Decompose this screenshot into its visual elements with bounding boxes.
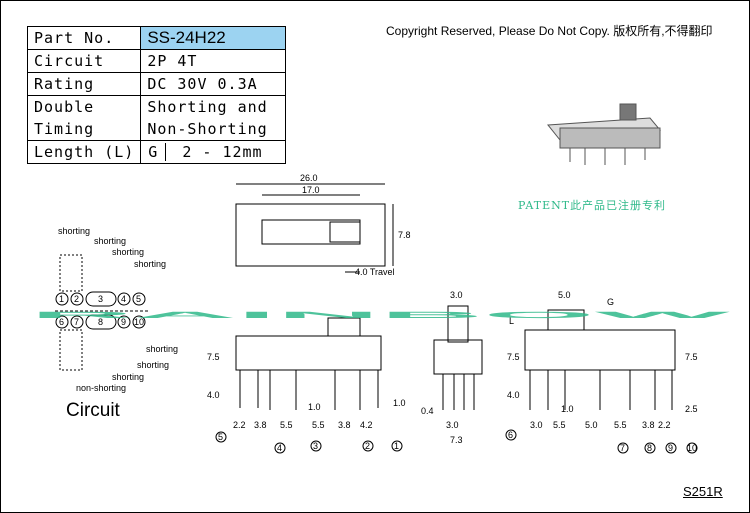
circuit-title: Circuit [66, 400, 120, 421]
rating-label: Rating [26, 72, 142, 96]
double-label-line2: Timing [34, 120, 95, 138]
right-pin-6: 6 [508, 430, 513, 440]
dim-side-width: 7.3 [450, 435, 463, 445]
double-timing-label: Double Timing [26, 95, 142, 141]
right-pin-9: 9 [668, 443, 673, 453]
circuit-pin-5: 5 [136, 294, 141, 304]
circuit-pin-8: 8 [98, 317, 103, 327]
length-g: G [141, 143, 167, 161]
dim-right-top: 5.0 [558, 290, 571, 300]
dim-right-pitch-6: 2.2 [658, 420, 671, 430]
dim-side-top: 3.0 [450, 290, 463, 300]
dim-right-r-height: 7.5 [685, 352, 698, 362]
right-pin-7: 7 [620, 443, 625, 453]
switch-photo [547, 103, 661, 165]
dim-side-thk: 0.4 [421, 406, 434, 416]
dim-front-pitch-3: 5.5 [280, 420, 293, 430]
length-label: Length (L) [26, 140, 142, 164]
dim-right-pin: 4.0 [507, 390, 520, 400]
dim-front-pitch-4: 5.5 [312, 420, 325, 430]
dim-side-pitch: 3.0 [446, 420, 459, 430]
dim-front-gap: 1.0 [308, 402, 321, 412]
front-pin-1: 1 [394, 441, 399, 451]
dim-right-pitch-1: 3.0 [530, 420, 543, 430]
circuit-pin-4: 4 [121, 294, 126, 304]
circuit-pin-10: 10 [134, 317, 144, 327]
dim-right-l: L [509, 316, 514, 326]
drawing-code: S251R [683, 484, 723, 499]
dim-top-window: 17.0 [302, 185, 320, 195]
dim-right-pitch-3: 5.0 [585, 420, 598, 430]
dim-right-g: G [607, 297, 614, 307]
double-timing-value: Shorting and Non-Shorting [140, 95, 287, 141]
shorting-label-3: shorting [112, 247, 144, 257]
side-view: 3.0 0.4 3.0 7.3 [421, 290, 483, 445]
shorting-label-2: shorting [94, 236, 126, 246]
top-view: 26.0 17.0 7.8 4.0 Travel [235, 173, 411, 277]
rating-value: DC 30V 0.3A [140, 72, 287, 96]
front-view: 7.5 4.0 2.2 3.8 5.5 5.5 3.8 4.2 1.0 1.0 … [207, 317, 406, 454]
circuit-pin-9: 9 [121, 317, 126, 327]
right-pin-10: 10 [687, 443, 697, 453]
front-pin-2: 2 [365, 441, 370, 451]
dim-travel: 4.0 Travel [355, 267, 395, 277]
dim-right-height: 7.5 [507, 352, 520, 362]
right-pin-8: 8 [647, 443, 652, 453]
shorting-label-6: shorting [137, 360, 169, 370]
right-view: 5.0 G L 7.5 4.0 7.5 2.5 3.0 5.5 5.0 5.5 … [505, 290, 698, 454]
spec-table: Part No. SS-24H22 Circuit 2P 4T Rating D… [26, 26, 287, 164]
circuit-pin-2: 2 [74, 294, 79, 304]
circuit-bottom-row [55, 314, 146, 330]
circuit-label: Circuit [26, 49, 142, 73]
double-label-line1: Double [34, 98, 95, 116]
circuit-pin-6: 6 [59, 317, 64, 327]
front-pin-3: 3 [313, 441, 318, 451]
dim-front-height: 7.5 [207, 352, 220, 362]
dim-right-r-pin: 2.5 [685, 404, 698, 414]
patent-note: PATENT此产品已注册专利 [518, 199, 667, 212]
front-pin-4: 4 [277, 443, 282, 453]
dim-front-pitch-1: 2.2 [233, 420, 246, 430]
dim-top-height: 7.8 [398, 230, 411, 240]
circuit-top-row [55, 291, 146, 307]
dim-top-overall: 26.0 [300, 173, 318, 183]
dim-front-pitch-2: 3.8 [254, 420, 267, 430]
length-value: G 2 - 12mm [140, 140, 287, 164]
shorting-label-5: shorting [146, 344, 178, 354]
double-value-line2: Non-Shorting [147, 120, 268, 138]
dim-front-pin: 4.0 [207, 390, 220, 400]
non-shorting-label: non-shorting [76, 383, 126, 393]
length-range: 2 - 12mm [182, 143, 263, 161]
dim-right-gap: 1.0 [561, 404, 574, 414]
double-value-line1: Shorting and [147, 98, 268, 116]
dim-front-pitch-6: 4.2 [360, 420, 373, 430]
shorting-label-7: shorting [112, 372, 144, 382]
shorting-label-1: shorting [58, 226, 90, 236]
dim-right-pitch-4: 5.5 [614, 420, 627, 430]
circuit-pin-1: 1 [59, 294, 64, 304]
circuit-pin-7: 7 [74, 317, 79, 327]
dim-front-end: 1.0 [393, 398, 406, 408]
circuit-diagram: 1 2 3 4 5 6 7 8 9 10 shorting shorting s… [55, 226, 178, 393]
dim-right-pitch-5: 3.8 [642, 420, 655, 430]
front-pin-5: 5 [218, 432, 223, 442]
dim-right-pitch-2: 5.5 [553, 420, 566, 430]
part-no-value: SS-24H22 [140, 26, 287, 50]
shorting-label-4: shorting [134, 259, 166, 269]
circuit-pin-3: 3 [98, 294, 103, 304]
copyright-notice: Copyright Reserved, Please Do Not Copy. … [386, 24, 713, 38]
dim-front-pitch-5: 3.8 [338, 420, 351, 430]
